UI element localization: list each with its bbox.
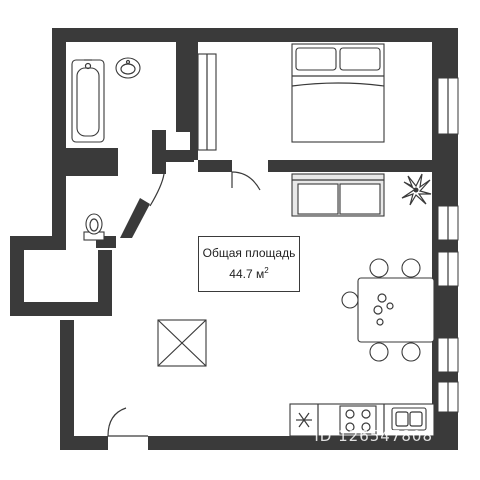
kitchen-sink-icon [391, 407, 427, 431]
area-unit: м [256, 267, 265, 281]
area-value-line: 44.7 м2 [199, 266, 299, 281]
area-title: Общая площадь [202, 246, 296, 260]
toilet-icon [83, 213, 105, 241]
windows [437, 77, 459, 413]
storage-box [157, 319, 207, 367]
stove-icon [339, 405, 377, 435]
sofa-icon [291, 173, 385, 217]
interior-walls [66, 40, 434, 248]
dining-table-icon [341, 258, 435, 362]
total-area-label: Общая площадь 44.7 м2 [198, 236, 300, 292]
door-swings [107, 171, 261, 437]
wardrobe [197, 53, 217, 151]
area-value: 44.7 [229, 267, 253, 281]
plant-icon [401, 173, 432, 206]
bathtub-icon [71, 59, 105, 143]
area-unit-sup: 2 [264, 266, 269, 275]
double-bed-icon [291, 43, 385, 143]
sink-icon [115, 57, 141, 79]
listing-id-watermark: ID 126547808 [314, 427, 433, 445]
fridge-snowflake-icon [296, 412, 312, 428]
